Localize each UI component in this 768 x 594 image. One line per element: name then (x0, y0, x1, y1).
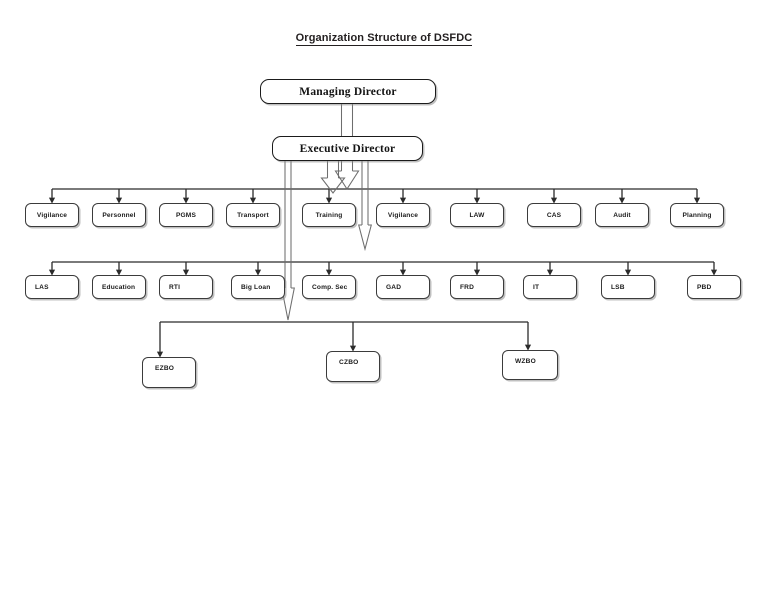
node-row3-1-label: CZBO (339, 359, 359, 366)
node-row1-4[interactable]: Training (302, 203, 356, 227)
node-row3-1[interactable]: CZBO (326, 351, 380, 382)
node-row2-9-label: PBD (697, 283, 712, 291)
node-row2-0[interactable]: LAS (25, 275, 79, 299)
node-row2-2[interactable]: RTI (159, 275, 213, 299)
node-row1-8-label: Audit (613, 211, 631, 219)
block-arrow-ed-to-row2-head (358, 224, 372, 252)
node-row2-8-label: LSB (611, 283, 625, 291)
node-row1-6[interactable]: LAW (450, 203, 504, 227)
node-row1-2[interactable]: PGMS (159, 203, 213, 227)
node-row2-4-label: Comp. Sec (312, 283, 348, 291)
node-row2-4[interactable]: Comp. Sec (302, 275, 356, 299)
node-managing-director-label: Managing Director (299, 85, 397, 98)
page-title: Organization Structure of DSFDC (0, 32, 768, 46)
page-title-text: Organization Structure of DSFDC (295, 32, 473, 46)
node-row2-1[interactable]: Education (92, 275, 146, 299)
node-managing-director[interactable]: Managing Director (260, 79, 436, 104)
node-row1-1-label: Personnel (102, 211, 136, 219)
node-row3-0[interactable]: EZBO (142, 357, 196, 388)
node-row1-1[interactable]: Personnel (92, 203, 146, 227)
node-row1-7-label: CAS (546, 211, 562, 219)
node-row1-2-label: PGMS (175, 211, 197, 219)
node-row2-9[interactable]: PBD (687, 275, 741, 299)
node-row2-7[interactable]: IT (523, 275, 577, 299)
node-row1-0-label: Vigilance (36, 211, 68, 219)
node-row2-2-label: RTI (169, 283, 181, 291)
node-row2-0-label: LAS (35, 283, 49, 291)
node-row2-1-label: Education (102, 283, 136, 291)
node-row2-7-label: IT (533, 283, 540, 291)
node-row1-0[interactable]: Vigilance (25, 203, 79, 227)
node-row1-3[interactable]: Transport (226, 203, 280, 227)
node-row1-8[interactable]: Audit (595, 203, 649, 227)
block-arrow-md-to-ed-head (334, 170, 360, 190)
node-row2-3[interactable]: Big Loan (231, 275, 285, 299)
node-row2-5[interactable]: GAD (376, 275, 430, 299)
node-executive-director[interactable]: Executive Director (272, 136, 423, 161)
node-executive-director-label: Executive Director (299, 142, 396, 155)
node-row1-3-label: Transport (237, 211, 269, 219)
node-row3-2[interactable]: WZBO (502, 350, 558, 380)
node-row2-3-label: Big Loan (241, 283, 271, 291)
node-row1-9[interactable]: Planning (670, 203, 724, 227)
node-row1-5[interactable]: Vigilance (376, 203, 430, 227)
node-row1-6-label: LAW (469, 211, 485, 219)
node-row1-5-label: Vigilance (387, 211, 419, 219)
node-row3-2-label: WZBO (515, 358, 536, 365)
node-row1-9-label: Planning (682, 211, 712, 219)
node-row2-8[interactable]: LSB (601, 275, 655, 299)
node-row2-6[interactable]: FRD (450, 275, 504, 299)
block-arrow-ed-to-row1-head (320, 177, 346, 194)
node-row2-6-label: FRD (460, 283, 475, 291)
node-row2-5-label: GAD (386, 283, 402, 291)
node-row1-7[interactable]: CAS (527, 203, 581, 227)
node-row3-0-label: EZBO (155, 365, 175, 372)
node-row1-4-label: Training (315, 211, 343, 219)
